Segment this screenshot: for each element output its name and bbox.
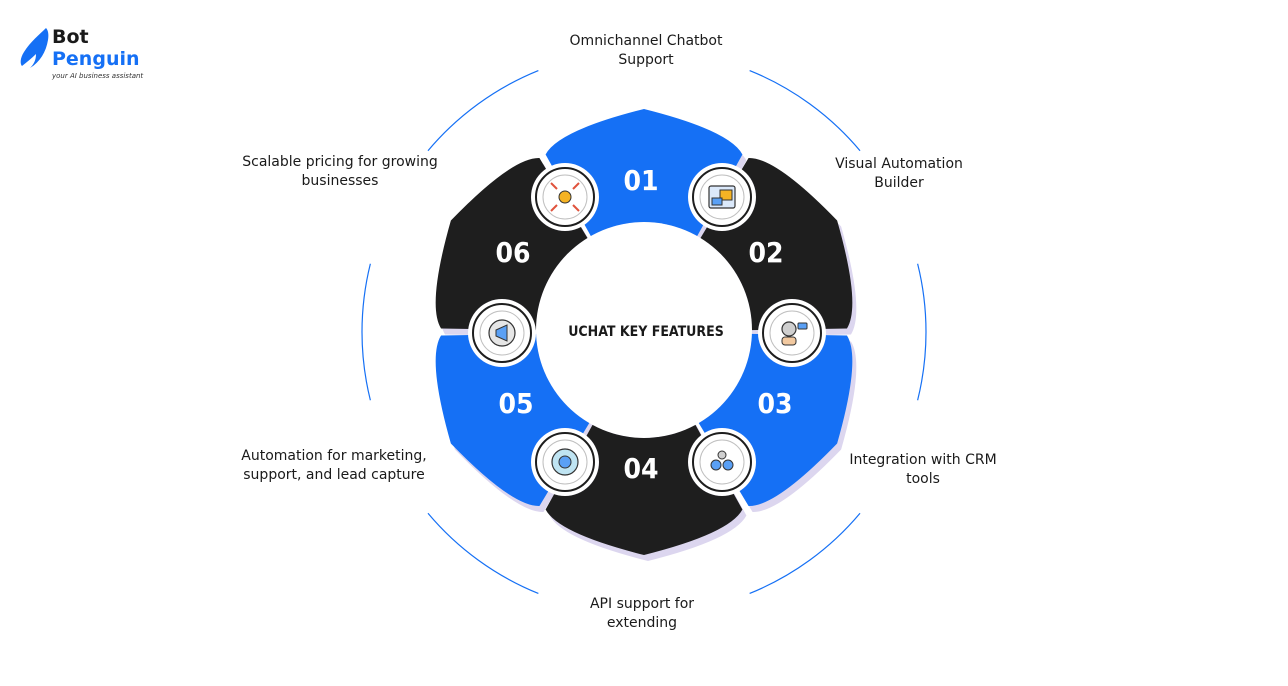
api-support-icon (692, 432, 752, 492)
feature-label-line: tools (906, 471, 940, 487)
segment-number-02: 02 (748, 236, 783, 269)
feature-label-line: Automation for marketing, (241, 448, 426, 464)
logo-penguin-text: Penguin (52, 48, 140, 70)
logo-tagline: your AI business assistant (51, 72, 143, 80)
center-title: UCHAT KEY FEATURES (568, 324, 724, 340)
crm-integration-icon (762, 303, 822, 363)
ring-arc (749, 512, 861, 595)
feature-label-line: support, and lead capture (243, 467, 424, 483)
ring-arc (427, 69, 539, 152)
feature-label-line: Integration with CRM (849, 452, 996, 468)
segment-04 (545, 415, 743, 555)
ring-arc (917, 263, 927, 401)
ring-arc (361, 263, 371, 401)
penguin-logo-icon (20, 28, 49, 68)
segment-number-04: 04 (623, 452, 658, 485)
segment-number-01: 01 (623, 164, 658, 197)
feature-label-03: Integration with CRM tools (849, 452, 996, 487)
feature-label-06: Scalable pricing for growing businesses (242, 154, 438, 189)
visual-builder-icon (692, 167, 752, 227)
feature-label-line: Scalable pricing for growing (242, 154, 438, 170)
feature-label-line: Visual Automation (835, 156, 963, 172)
feature-label-line: Omnichannel Chatbot (570, 33, 723, 49)
feature-label-05: Automation for marketing, support, and le… (241, 448, 426, 483)
feature-label-line: extending (607, 615, 677, 631)
feature-label-04: API support for extending (590, 596, 694, 631)
segment-number-05: 05 (498, 387, 533, 420)
feature-label-line: API support for (590, 596, 694, 612)
feature-label-line: businesses (302, 173, 379, 189)
feature-label-line: Builder (874, 175, 924, 191)
feature-label-line: Support (618, 52, 674, 68)
icon-circles (472, 167, 822, 492)
segment-number-06: 06 (495, 236, 530, 269)
logo-bot-text: Bot (52, 26, 89, 48)
segment-numbers: 01 02 03 04 05 06 (495, 164, 792, 485)
outer-ring (361, 69, 927, 595)
scalable-pricing-icon (535, 167, 595, 227)
ring-arc (427, 512, 539, 595)
segment-number-03: 03 (757, 387, 792, 420)
ring-arc (749, 69, 861, 152)
omnichannel-icon (472, 303, 532, 363)
marketing-automation-icon (535, 432, 595, 492)
segment-01 (545, 109, 743, 249)
botpenguin-logo: Bot Penguin your AI business assistant (20, 26, 143, 80)
